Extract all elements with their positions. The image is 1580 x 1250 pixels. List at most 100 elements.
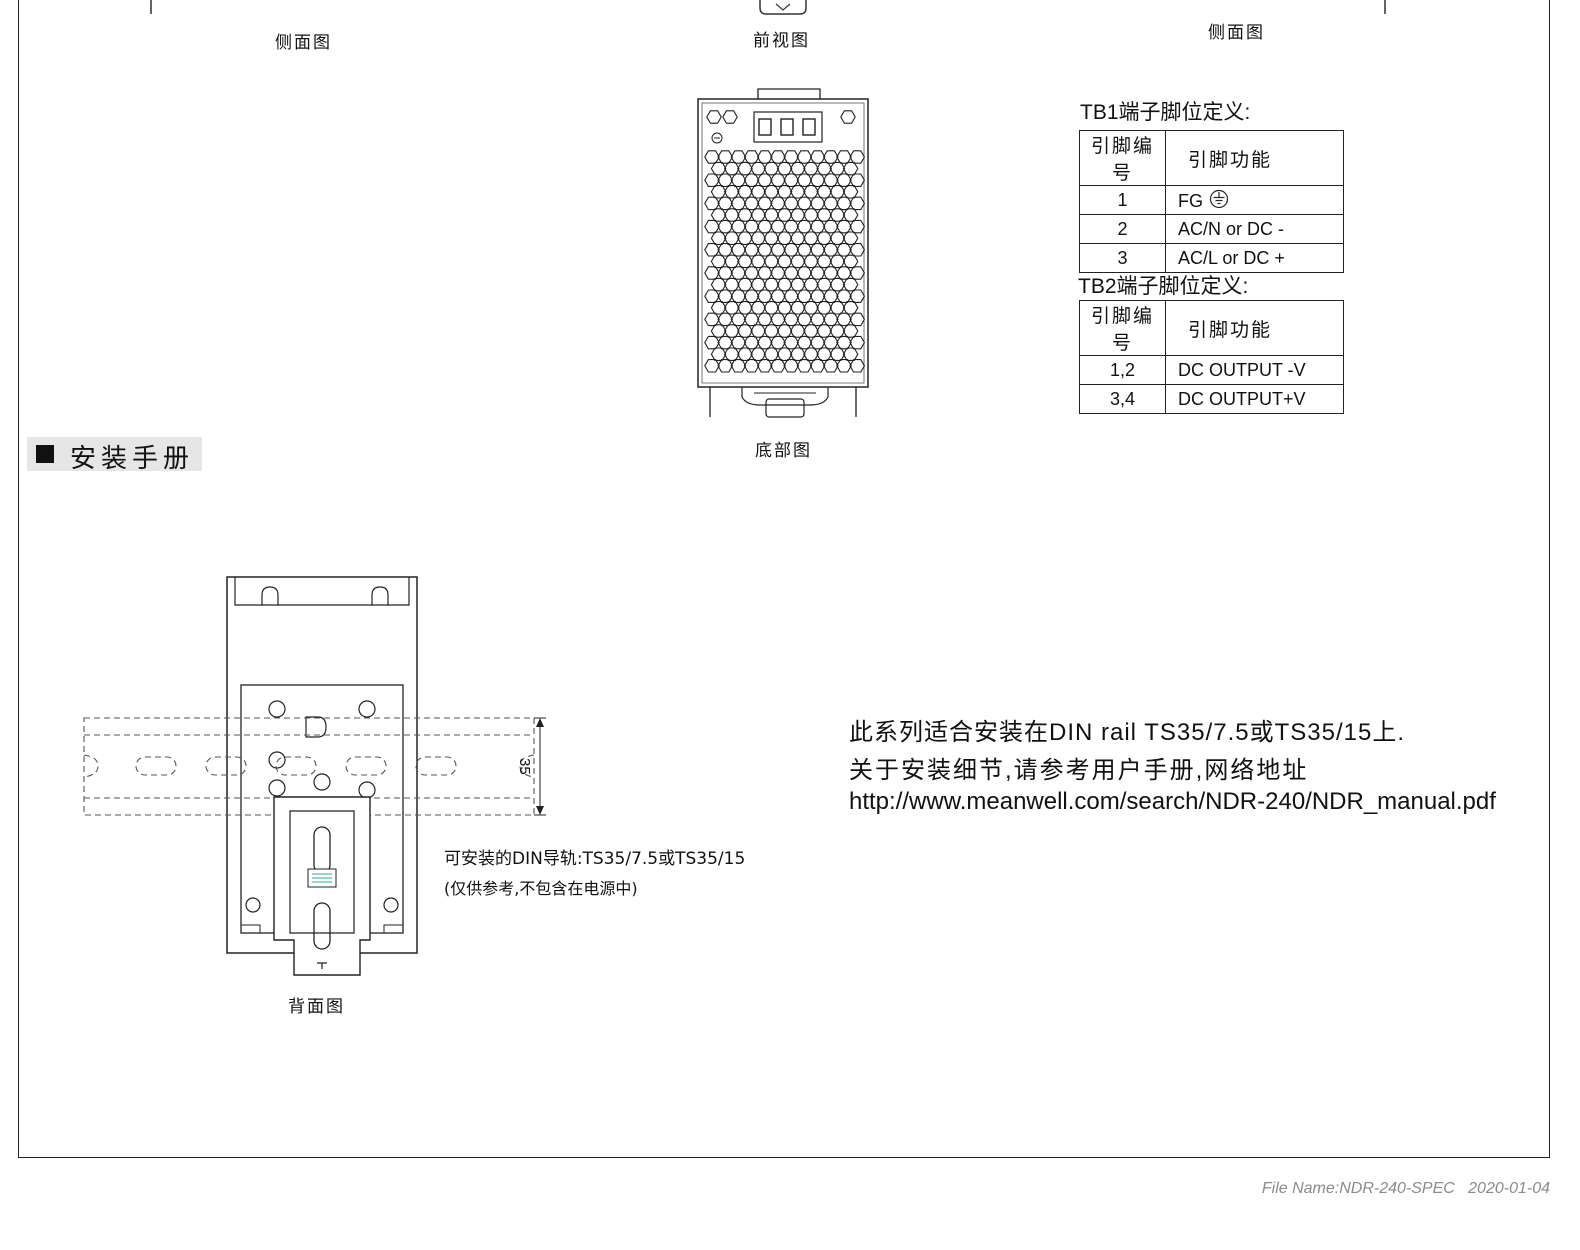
- table-row: 1 FG: [1079, 185, 1344, 215]
- vent-hole: [796, 173, 813, 187]
- tb2-header-function: 引脚功能: [1165, 300, 1344, 356]
- vent-hole: [717, 173, 734, 187]
- vent-hole: [756, 289, 773, 303]
- vent-hole: [737, 208, 753, 222]
- vent-hole: [743, 219, 760, 234]
- vent-hole: [723, 301, 740, 315]
- vent-hole: [829, 161, 846, 176]
- vent-hole: [842, 231, 859, 245]
- vent-hole: [836, 219, 852, 234]
- vent-hole: [809, 359, 826, 373]
- vent-hole: [822, 243, 839, 257]
- vent-hole: [776, 301, 793, 315]
- rail-dimension-label: 35: [516, 758, 533, 775]
- vent-hole: [803, 347, 819, 361]
- vent-hole: [783, 150, 800, 164]
- vent-hole: [809, 196, 826, 211]
- vent-hole: [809, 289, 826, 303]
- vent-hole: [704, 289, 720, 303]
- vent-hole: [836, 335, 852, 350]
- install-info-line-1: 此系列适合安装在DIN rail TS35/7.5或TS35/15上.: [849, 719, 1406, 746]
- tb2-pin: 3,4: [1079, 384, 1166, 414]
- vent-hole: [756, 243, 773, 257]
- vent-hole: [704, 266, 720, 280]
- vent-hole: [816, 301, 833, 315]
- vent-hole: [829, 347, 846, 361]
- vent-hole: [710, 324, 727, 338]
- vent-hole: [783, 219, 800, 234]
- tb1-func-cell: FG: [1165, 185, 1344, 215]
- vent-hole: [756, 335, 773, 350]
- vent-hole: [763, 347, 780, 361]
- vent-hole: [704, 196, 720, 211]
- vent-hole: [737, 161, 753, 176]
- vent-hole: [789, 277, 806, 292]
- vent-hole: [809, 243, 826, 257]
- vent-hole: [842, 324, 859, 338]
- vent-hole: [756, 219, 773, 234]
- vent-hole: [796, 196, 813, 211]
- bottom-view-drawing: [697, 88, 869, 418]
- vent-hole: [756, 266, 773, 280]
- vent-hole: [770, 266, 786, 280]
- vent-hole: [704, 359, 720, 373]
- vent-hole: [737, 185, 753, 199]
- vent-hole: [770, 173, 786, 187]
- vent-hole: [849, 289, 866, 303]
- vent-hole: [789, 231, 806, 245]
- vent-hole: [803, 324, 819, 338]
- tb1-pin: 3: [1079, 243, 1166, 273]
- vent-hole: [717, 359, 734, 373]
- tb1-header-function: 引脚功能: [1165, 130, 1344, 186]
- back-view-drawing: [83, 576, 546, 976]
- vent-hole: [763, 301, 780, 315]
- tb2-pin: 1,2: [1079, 355, 1166, 385]
- ground-icon: [1209, 189, 1229, 208]
- vent-hole: [796, 335, 813, 350]
- vent-hole: [704, 173, 720, 187]
- tb1-func: FG: [1178, 190, 1203, 211]
- vent-hole: [776, 185, 793, 199]
- footer: File Name:NDR-240-SPEC 2020-01-04: [1262, 1180, 1550, 1198]
- vent-hole: [783, 266, 800, 280]
- vent-hole: [849, 173, 866, 187]
- vent-hole: [756, 312, 773, 327]
- vent-hole: [816, 185, 833, 199]
- vent-hole: [809, 266, 826, 280]
- vent-hole: [816, 254, 833, 269]
- vent-hole: [730, 196, 747, 211]
- vent-hole: [836, 289, 852, 303]
- vent-hole: [776, 161, 793, 176]
- tb2-func: DC OUTPUT+V: [1165, 384, 1344, 414]
- vent-hole: [829, 254, 846, 269]
- vent-hole: [730, 312, 747, 327]
- vent-hole: [809, 150, 826, 164]
- vent-hole: [770, 219, 786, 234]
- vent-hole: [763, 161, 780, 176]
- vent-hole: [842, 185, 859, 199]
- vent-hole: [789, 254, 806, 269]
- vent-hole: [737, 347, 753, 361]
- vent-hole: [730, 219, 747, 234]
- vent-hole: [717, 289, 734, 303]
- vent-hole: [789, 301, 806, 315]
- vent-hole: [710, 231, 727, 245]
- vent-hole: [717, 243, 734, 257]
- vent-hole: [763, 208, 780, 222]
- install-section-title: 安装手册: [70, 444, 195, 474]
- vent-hole: [803, 208, 819, 222]
- vent-hole: [770, 196, 786, 211]
- vent-hole: [730, 266, 747, 280]
- vent-hole: [763, 185, 780, 199]
- vent-hole: [796, 312, 813, 327]
- caption-side-left: 侧面图: [275, 33, 332, 53]
- vent-hole: [737, 254, 753, 269]
- vent-hole: [743, 266, 760, 280]
- vent-hole: [723, 161, 740, 176]
- vent-hole: [756, 359, 773, 373]
- vent-hole: [783, 312, 800, 327]
- vent-hole: [763, 277, 780, 292]
- vent-hole: [756, 173, 773, 187]
- vent-hole: [750, 347, 767, 361]
- vent-hole: [750, 185, 767, 199]
